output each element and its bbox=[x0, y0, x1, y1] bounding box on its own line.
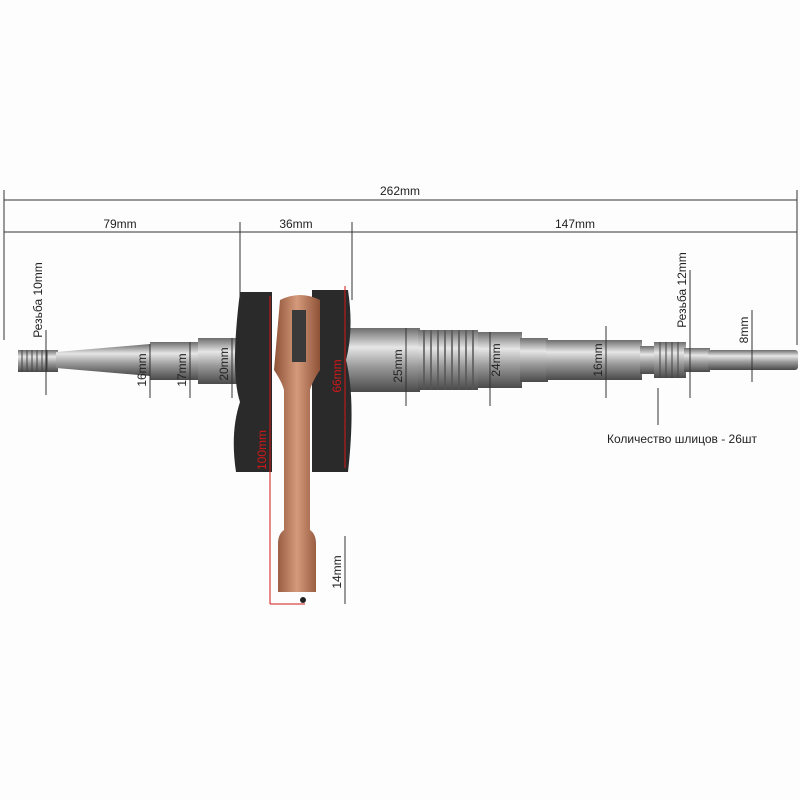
small-splines bbox=[654, 342, 686, 378]
main-journal bbox=[340, 328, 420, 392]
small-end-label: 14mm bbox=[330, 555, 344, 588]
diam-25-label: 25mm bbox=[391, 349, 405, 382]
left-taper bbox=[56, 344, 150, 376]
left-section-label: 79mm bbox=[103, 217, 136, 231]
diam-20-label: 20mm bbox=[217, 347, 231, 380]
middle-section-label: 36mm bbox=[279, 217, 312, 231]
connecting-rod bbox=[274, 295, 320, 603]
diam-16-right-label: 16mm bbox=[591, 343, 605, 376]
left-thread bbox=[18, 350, 58, 372]
web-height-label: 66mm bbox=[330, 359, 344, 392]
crank-web-right bbox=[312, 290, 352, 472]
right-thread bbox=[684, 348, 710, 372]
crank-web-left bbox=[233, 292, 272, 472]
right-thread-label: Резьба 12mm bbox=[675, 252, 689, 328]
diam-24-label: 24mm bbox=[489, 343, 503, 376]
worm-gear bbox=[418, 330, 478, 390]
left-thread-label: Резьба 10mm bbox=[31, 262, 45, 338]
shaft bbox=[18, 328, 798, 392]
rod-length-label: 100mm bbox=[255, 430, 269, 470]
splines bbox=[520, 338, 548, 382]
total-length-label: 262mm bbox=[380, 184, 420, 198]
diam-16-left-label: 16mm bbox=[135, 353, 149, 386]
diam-8-label: 8mm bbox=[737, 317, 751, 344]
diam-17-label: 17mm bbox=[175, 353, 189, 386]
spline-count-label: Количество шлицов - 26шт bbox=[607, 432, 758, 446]
right-section-label: 147mm bbox=[555, 217, 595, 231]
